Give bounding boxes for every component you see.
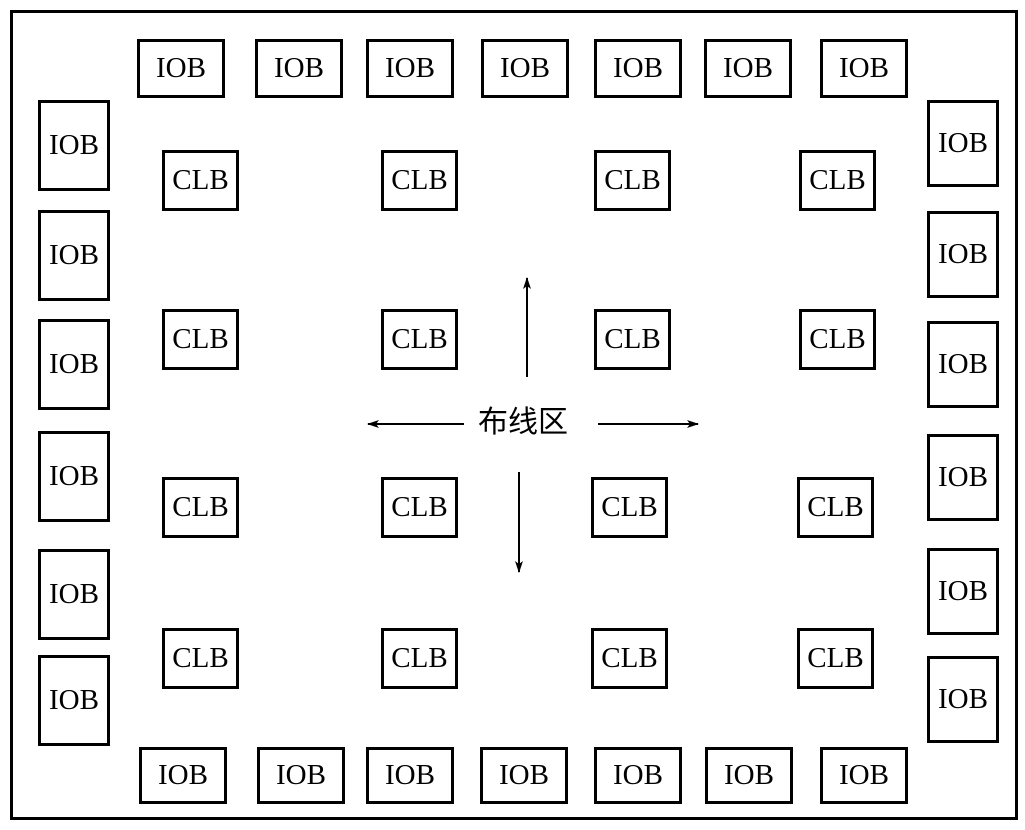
clb-block: CLB xyxy=(162,477,239,538)
iob-block-right: IOB xyxy=(927,656,999,743)
clb-block: CLB xyxy=(381,628,458,689)
iob-block-bottom: IOB xyxy=(820,747,908,804)
iob-block-top: IOB xyxy=(594,39,682,98)
clb-block: CLB xyxy=(381,477,458,538)
clb-block: CLB xyxy=(162,628,239,689)
clb-block: CLB xyxy=(381,309,458,370)
iob-block-right: IOB xyxy=(927,321,999,408)
iob-block-top: IOB xyxy=(255,39,343,98)
iob-block-bottom: IOB xyxy=(366,747,454,804)
iob-block-bottom: IOB xyxy=(139,747,227,804)
iob-block-left: IOB xyxy=(38,319,110,410)
iob-block-bottom: IOB xyxy=(257,747,345,804)
iob-block-bottom: IOB xyxy=(705,747,793,804)
iob-block-top: IOB xyxy=(481,39,569,98)
iob-block-top: IOB xyxy=(137,39,225,98)
iob-block-right: IOB xyxy=(927,211,999,298)
clb-block: CLB xyxy=(799,309,876,370)
clb-block: CLB xyxy=(594,309,671,370)
iob-block-left: IOB xyxy=(38,210,110,301)
clb-block: CLB xyxy=(162,150,239,211)
clb-block: CLB xyxy=(591,477,668,538)
iob-block-left: IOB xyxy=(38,100,110,191)
iob-block-right: IOB xyxy=(927,548,999,635)
iob-block-top: IOB xyxy=(366,39,454,98)
iob-block-bottom: IOB xyxy=(594,747,682,804)
iob-block-left: IOB xyxy=(38,431,110,522)
clb-block: CLB xyxy=(591,628,668,689)
clb-block: CLB xyxy=(381,150,458,211)
clb-block: CLB xyxy=(797,628,874,689)
iob-block-right: IOB xyxy=(927,100,999,187)
chip-outline xyxy=(10,10,1018,820)
iob-block-left: IOB xyxy=(38,655,110,746)
iob-block-bottom: IOB xyxy=(480,747,568,804)
clb-block: CLB xyxy=(799,150,876,211)
clb-block: CLB xyxy=(797,477,874,538)
iob-block-left: IOB xyxy=(38,549,110,640)
clb-block: CLB xyxy=(162,309,239,370)
clb-block: CLB xyxy=(594,150,671,211)
iob-block-top: IOB xyxy=(704,39,792,98)
iob-block-top: IOB xyxy=(820,39,908,98)
iob-block-right: IOB xyxy=(927,434,999,521)
routing-area-label: 布线区 xyxy=(478,405,568,440)
